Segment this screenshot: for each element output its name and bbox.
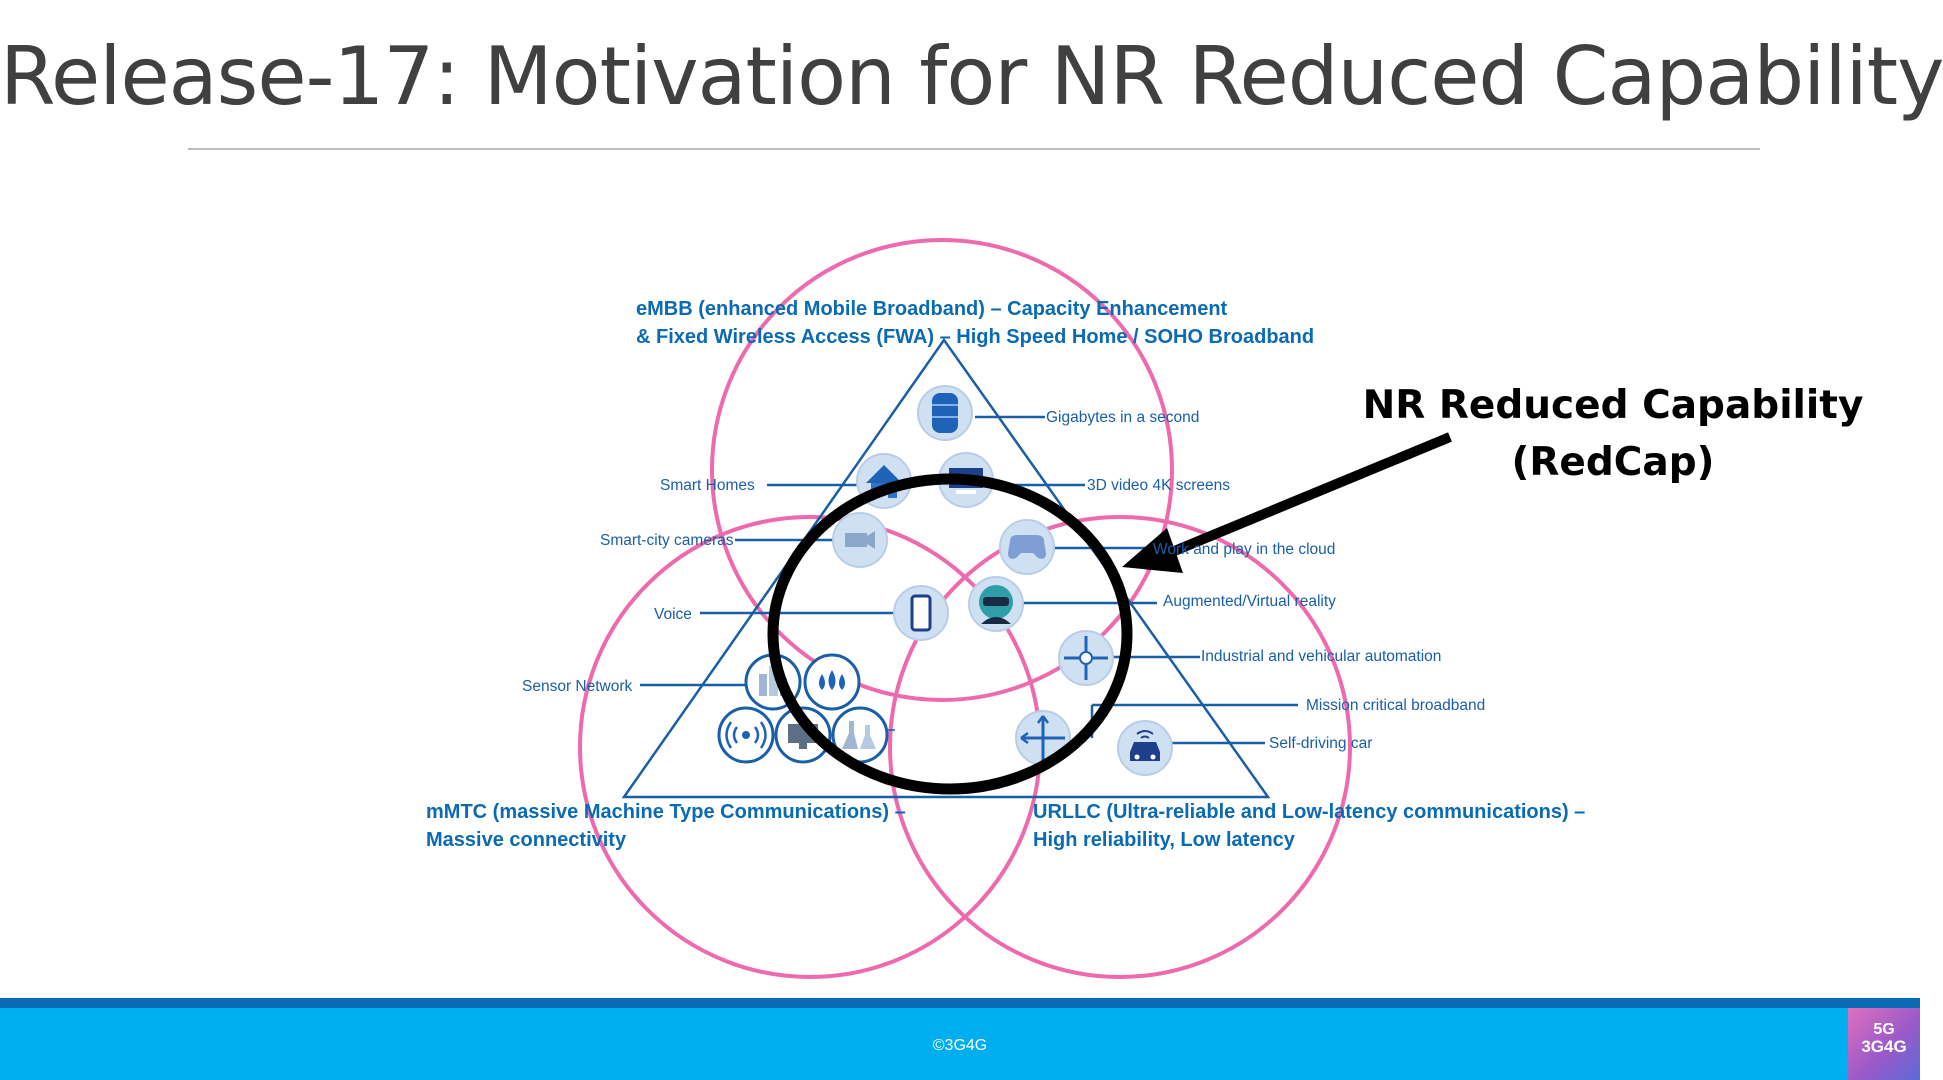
smartphone-icon (893, 585, 949, 641)
game-controller-icon (999, 519, 1055, 575)
label-gigabytes: Gigabytes in a second (1046, 409, 1199, 426)
redcap-callout-line2: (RedCap) (1512, 440, 1715, 485)
cctv-camera-icon (832, 512, 888, 568)
label-ar-vr: Augmented/Virtual reality (1163, 593, 1336, 610)
urllc-heading-line1: URLLC (Ultra-reliable and Low-latency co… (1033, 801, 1585, 823)
data-cylinder-icon (917, 385, 973, 441)
label-self-driving: Self-driving car (1269, 735, 1372, 752)
brand-logo: 5G 3G4G (1848, 1008, 1920, 1080)
footer-bar (0, 1008, 1920, 1080)
label-industrial: Industrial and vehicular automation (1201, 648, 1441, 665)
mmtc-heading-line1: mMTC (massive Machine Type Communication… (426, 801, 906, 823)
label-3d-video: 3D video 4K screens (1087, 477, 1230, 494)
label-smart-homes: Smart Homes (660, 477, 755, 494)
redcap-arrow-shaft (1170, 432, 1452, 557)
title-divider (188, 148, 1760, 150)
logo-top-text: 5G (1873, 1021, 1895, 1038)
label-voice: Voice (654, 606, 692, 623)
monitor-icon (774, 706, 832, 764)
wireless-signal-icon (717, 706, 775, 764)
label-work-play: Work and play in the cloud (1153, 541, 1335, 558)
footer-stripe (0, 998, 1920, 1008)
redcap-callout-line1: NR Reduced Capability (1363, 383, 1864, 428)
vr-headset-icon (968, 576, 1024, 632)
embb-heading-line1: eMBB (enhanced Mobile Broadband) – Capac… (636, 298, 1228, 320)
mmtc-heading-line2: Massive connectivity (426, 829, 627, 851)
logo-bottom-text: 3G4G (1861, 1037, 1907, 1056)
redcap-ring (767, 473, 1133, 795)
usage-scenarios-diagram: eMBB (enhanced Mobile Broadband) – Capac… (426, 238, 1864, 979)
automation-crosshair-icon (1058, 630, 1114, 686)
embb-heading-line2: & Fixed Wireless Access (FWA) – High Spe… (636, 326, 1314, 348)
urllc-circle (888, 515, 1352, 979)
label-sensor-network: Sensor Network (522, 678, 633, 695)
copyright-text: ©3G4G (932, 1037, 988, 1054)
redcap-arrowhead (1122, 528, 1183, 573)
slide-title: Release-17: Motivation for NR Reduced Ca… (0, 30, 1943, 123)
embb-circle (710, 238, 1174, 702)
label-smart-city-cameras: Smart-city cameras (600, 532, 734, 549)
water-drops-icon (803, 653, 861, 711)
urllc-heading-line2: High reliability, Low latency (1033, 829, 1296, 851)
connected-car-icon (1117, 720, 1173, 776)
label-mission-critical: Mission critical broadband (1306, 697, 1485, 714)
